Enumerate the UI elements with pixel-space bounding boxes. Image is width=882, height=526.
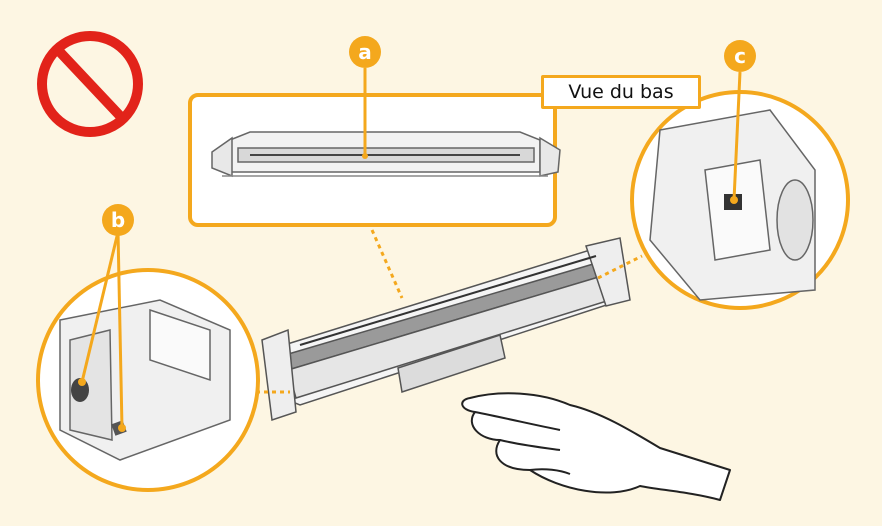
hand-icon: [461, 392, 731, 501]
bottom-view-inset: [188, 68, 561, 227]
bottom-view-label: Vue du bas: [541, 75, 701, 109]
drum-cartridge: [261, 237, 631, 422]
detail-circle-b: [36, 231, 260, 492]
callout-c: c: [724, 40, 756, 72]
inset-connector-a: [370, 229, 404, 299]
callout-a: a: [349, 36, 381, 68]
connector-c: [597, 254, 643, 280]
detail-circle-c: [630, 71, 850, 310]
prohibition-icon: [37, 31, 143, 137]
callout-b: b: [102, 204, 134, 236]
